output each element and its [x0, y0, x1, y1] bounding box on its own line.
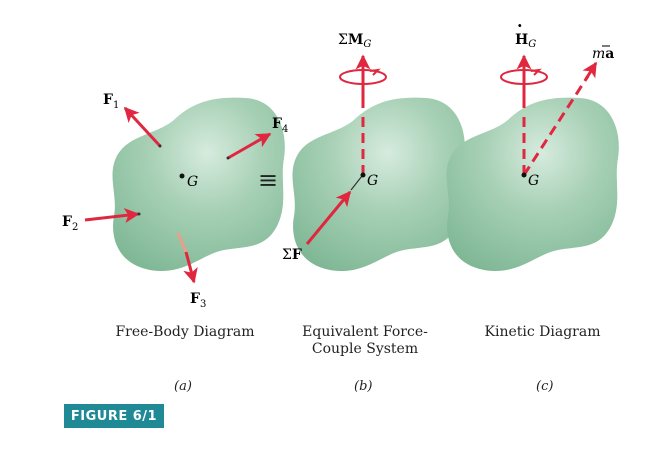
equiv-symbol-1: ≡: [258, 166, 278, 194]
sub-label-c: (c): [536, 379, 554, 394]
mass-center-b: [360, 172, 366, 178]
label-h-dot: HG: [515, 32, 536, 50]
force-f3-arrow: [183, 251, 198, 284]
label-ma: ma: [592, 46, 614, 62]
h-dot-mark: ·: [517, 16, 523, 35]
resultant-force-arrow: [305, 190, 352, 245]
force-f3-tail: [176, 232, 188, 253]
figure-label: FIGURE 6/1: [64, 404, 164, 428]
caption-b-line1: Equivalent Force-: [302, 324, 428, 340]
label-sum-f: ΣF: [282, 247, 302, 263]
caption-b: Equivalent Force- Couple System: [285, 324, 445, 358]
sub-label-a: (a): [174, 379, 192, 394]
diagram-c: G HG · ma: [446, 16, 619, 272]
diagram-a: G F1 F2 F3 F4: [62, 92, 288, 310]
caption-a: Free-Body Diagram: [115, 324, 255, 340]
force-f1-arrow: [123, 106, 162, 148]
label-g-c: G: [528, 173, 539, 189]
caption-c: Kinetic Diagram: [484, 324, 601, 340]
rigid-body-b: [292, 97, 465, 272]
force-f2-arrow: [84, 208, 140, 223]
angular-momentum-loop: [500, 69, 548, 85]
label-f1: F1: [103, 92, 119, 111]
mass-center-a: [179, 173, 185, 179]
caption-b-line2: Couple System: [311, 341, 419, 357]
label-sum-m: ΣMG: [338, 32, 371, 50]
force-f4-arrow: [227, 132, 272, 160]
sub-label-b: (b): [354, 379, 373, 394]
label-f4: F4: [272, 116, 288, 135]
label-f2: F2: [62, 214, 78, 233]
diagram-b: G ΣF ΣMG: [282, 32, 465, 272]
ma-vector-dashed: [522, 75, 590, 176]
label-g-b: G: [367, 173, 378, 189]
label-f3: F3: [190, 291, 206, 310]
mass-center-c: [521, 172, 527, 178]
ma-vector-arrow: [582, 61, 598, 80]
moment-couple-loop: [339, 69, 387, 85]
label-g-a: G: [187, 174, 198, 190]
